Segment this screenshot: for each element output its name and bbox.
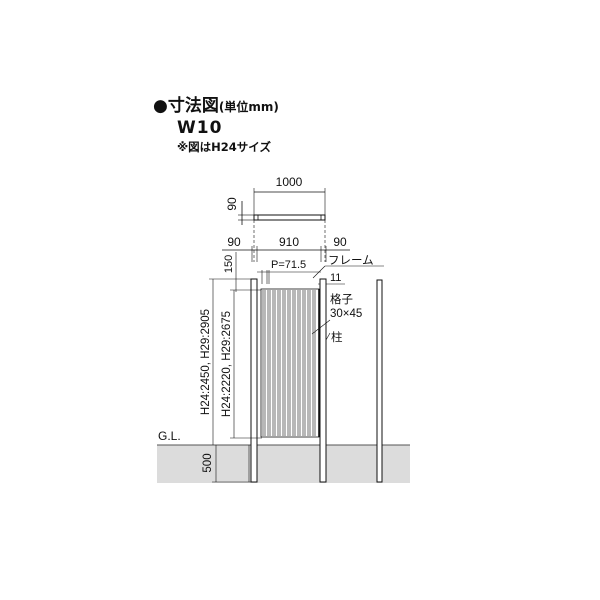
post-label: 柱 [331,330,343,344]
model-name: W10 [177,118,223,138]
left-post [250,278,258,483]
cap-height-dim: 90 [225,197,239,211]
ground-area [157,445,410,483]
ground-line-label: G.L. [158,429,181,443]
far-right-post [376,279,383,483]
overall-height-dim: H24:2450, H29:2905 [200,309,212,415]
title-block: ●寸法図(単位mm) W10 ※図はH24サイズ [153,96,279,155]
lattice-label: 格子 [330,292,353,306]
panel-height-dim: H24:2220, H29:2675 [221,311,233,417]
size-note: ※図はH24サイズ [177,140,271,154]
frame-label: フレーム [328,254,374,267]
bullet-icon: ● [153,96,168,116]
embed-depth-dim: 500 [202,453,214,472]
diagram-title: ●寸法図(単位mm) [153,96,279,116]
unit-label: (単位mm) [218,100,279,114]
frame-gap-dim: 11 [330,272,341,284]
post-left-dim: 90 [227,235,241,249]
post-right-dim: 90 [333,235,347,249]
inner-width-dim: 910 [279,235,299,249]
top-cap: 1000 90 [225,175,326,225]
pitch-dim: P=71.5 [271,259,306,271]
total-width-dim: 1000 [276,175,303,189]
lattice-size-label: 30×45 [330,308,362,320]
top-offset-dim: 150 [223,255,235,273]
lattice-panel [260,288,320,438]
width-dims: 90 910 90 [222,235,350,262]
right-post [319,278,327,483]
